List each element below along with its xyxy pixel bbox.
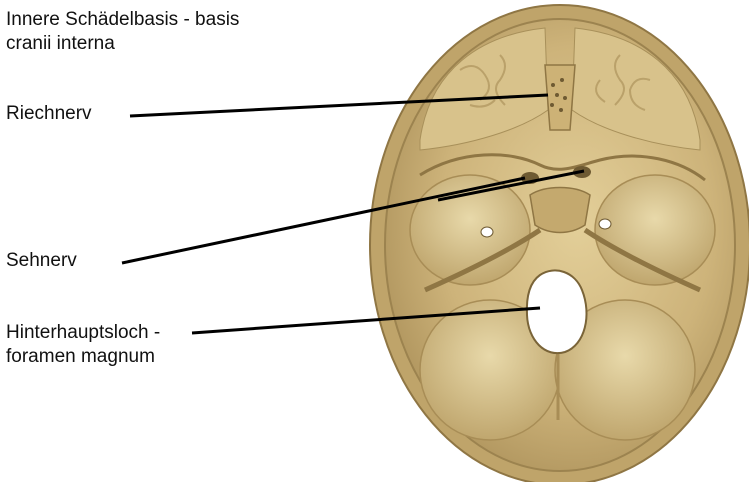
- cribriform-holes: [550, 78, 567, 112]
- cribriform-plate: [544, 64, 576, 131]
- leader-line-sehnerv-1: [121, 176, 526, 265]
- foramen-right: [598, 218, 612, 230]
- sphenoid-ridge: [419, 153, 706, 182]
- anterior-fossa-left: [419, 27, 549, 151]
- label-riechnerv: Riechnerv: [6, 103, 92, 124]
- title-line-1: Innere Schädelbasis - basis: [6, 9, 240, 30]
- posterior-fossa-right: [554, 299, 696, 441]
- anterior-fossa-right: [571, 27, 701, 151]
- petrous-ridge-left: [423, 227, 542, 293]
- leader-line-hinterhaupt: [191, 306, 541, 335]
- sella-turcica: [529, 186, 591, 234]
- diagram-title: Innere Schädelbasis - basis cranii inter…: [6, 8, 239, 56]
- foramen-left: [480, 226, 494, 238]
- hinterhaupt-line-1: Hinterhauptsloch -: [6, 322, 161, 343]
- leader-line-sehnerv-2: [437, 169, 585, 202]
- foramen-magnum: [525, 269, 588, 355]
- leader-line-riechnerv: [129, 93, 549, 118]
- petrous-ridge-right: [583, 227, 702, 293]
- middle-fossa-left: [409, 174, 531, 286]
- hinterhaupt-line-2: foramen magnum: [6, 346, 155, 367]
- label-hinterhauptsloch: Hinterhauptsloch - foramen magnum: [6, 321, 160, 369]
- title-line-2: cranii interna: [6, 33, 115, 54]
- middle-fossa-right: [594, 174, 716, 286]
- label-sehnerv: Sehnerv: [6, 250, 77, 271]
